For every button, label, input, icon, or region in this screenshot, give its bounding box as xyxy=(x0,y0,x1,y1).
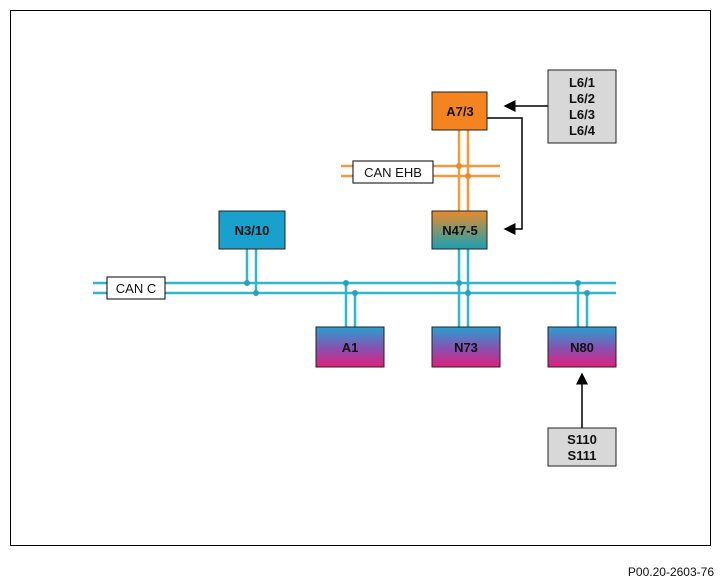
junction-dots xyxy=(244,163,590,296)
node-n47-5: N47-5 xyxy=(431,210,488,250)
svg-text:A1: A1 xyxy=(342,340,359,355)
svg-text:N3/10: N3/10 xyxy=(235,223,270,238)
switch-s110: S110 xyxy=(567,432,597,447)
switch-group: S110 S111 xyxy=(547,427,617,467)
diagram-frame xyxy=(10,10,711,546)
node-n73: N73 xyxy=(431,326,501,368)
a7-3-to-n47-5-arrow xyxy=(486,117,523,235)
lamp-l6-2: L6/2 xyxy=(569,91,595,106)
lamp-group: L6/1 L6/2 L6/3 L6/4 xyxy=(547,69,617,144)
figure-caption: P00.20-2603-76 xyxy=(627,565,714,579)
lamp-l6-3: L6/3 xyxy=(569,107,595,122)
n47-5-can-c-stubs xyxy=(457,249,470,293)
lamp-l6-1: L6/1 xyxy=(569,75,595,90)
svg-text:N47-5: N47-5 xyxy=(442,223,477,238)
svg-text:CAN C: CAN C xyxy=(116,281,156,296)
node-n3-10: N3/10 xyxy=(218,210,286,250)
switch-s111: S111 xyxy=(568,448,597,463)
lamp-l6-4: L6/4 xyxy=(569,123,596,138)
node-a7-3: A7/3 xyxy=(431,91,488,131)
node-n80: N80 xyxy=(547,326,617,368)
n73-stubs xyxy=(457,283,470,327)
svg-text:N80: N80 xyxy=(570,340,594,355)
can-ehb-label: CAN EHB xyxy=(352,160,434,184)
n3-10-stubs xyxy=(245,249,258,293)
svg-text:N73: N73 xyxy=(454,340,478,355)
n80-stubs xyxy=(576,283,589,327)
node-a1: A1 xyxy=(315,326,385,368)
can-c-label: CAN C xyxy=(106,276,166,300)
a7-3-can-ehb-stubs xyxy=(457,130,470,211)
svg-text:A7/3: A7/3 xyxy=(446,104,473,119)
signal-arrows xyxy=(486,100,588,428)
a1-stubs xyxy=(344,283,357,327)
svg-text:CAN EHB: CAN EHB xyxy=(364,165,422,180)
